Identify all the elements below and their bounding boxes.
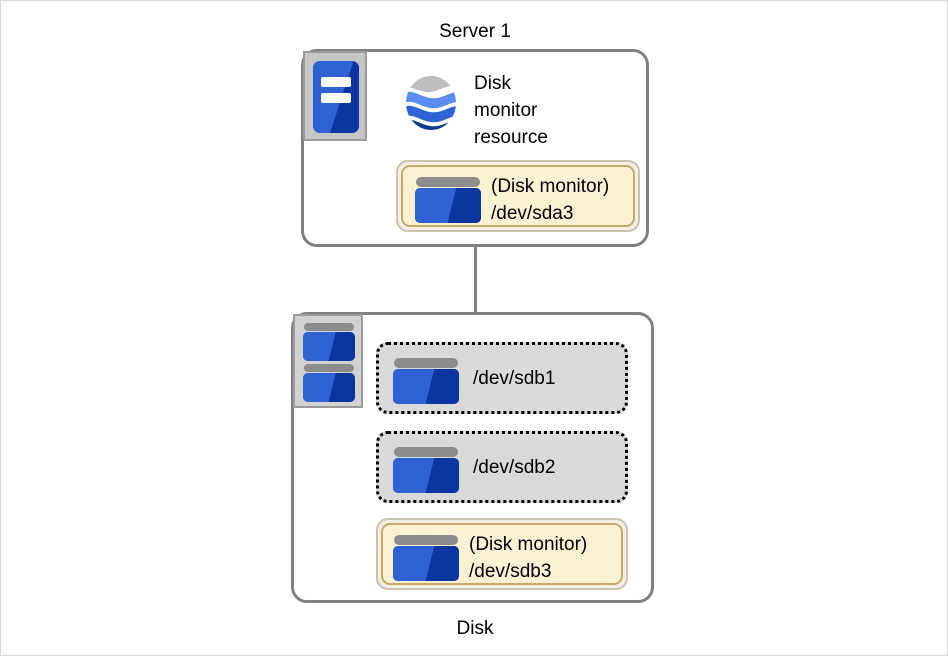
disk-partition-icon [393,358,459,404]
server-container: Disk monitor resource (Disk monitor) /de… [301,49,649,247]
server-disk-monitor-line1: (Disk monitor) [491,176,610,197]
disk-array-icon-second [303,364,355,402]
disk-monitor-resource-globe-icon [402,72,460,134]
disk-partition-label-2: /dev/sdb2 [473,457,556,478]
disk-partition-icon [393,447,459,493]
server-icon-plate [303,51,367,141]
server-disk-connector [474,247,477,313]
disk-monitor-line2: /dev/sdb3 [469,561,552,582]
disk-monitor-box: (Disk monitor) /dev/sdb3 [376,518,628,590]
server-disk-monitor-box: (Disk monitor) /dev/sda3 [396,160,640,232]
disk-monitor-line1: (Disk monitor) [469,534,588,555]
disk-array-icon-plate [293,314,363,408]
disk-title: Disk [456,618,494,639]
disk-partition-icon [393,535,459,581]
disk-partition-icon [415,177,481,223]
disk-array-icon [303,323,355,361]
disk-partition-box-1: /dev/sdb1 [376,342,628,414]
server-title: Server 1 [439,21,511,42]
server-icon [313,61,359,133]
disk-partition-label-1: /dev/sdb1 [473,368,556,389]
disk-container: /dev/sdb1 /dev/sdb2 (Disk monitor) /dev/… [291,312,654,603]
server-disk-monitor-line2: /dev/sda3 [491,203,574,224]
disk-monitor-resource-label: Disk monitor resource [474,73,548,148]
disk-partition-box-2: /dev/sdb2 [376,431,628,503]
